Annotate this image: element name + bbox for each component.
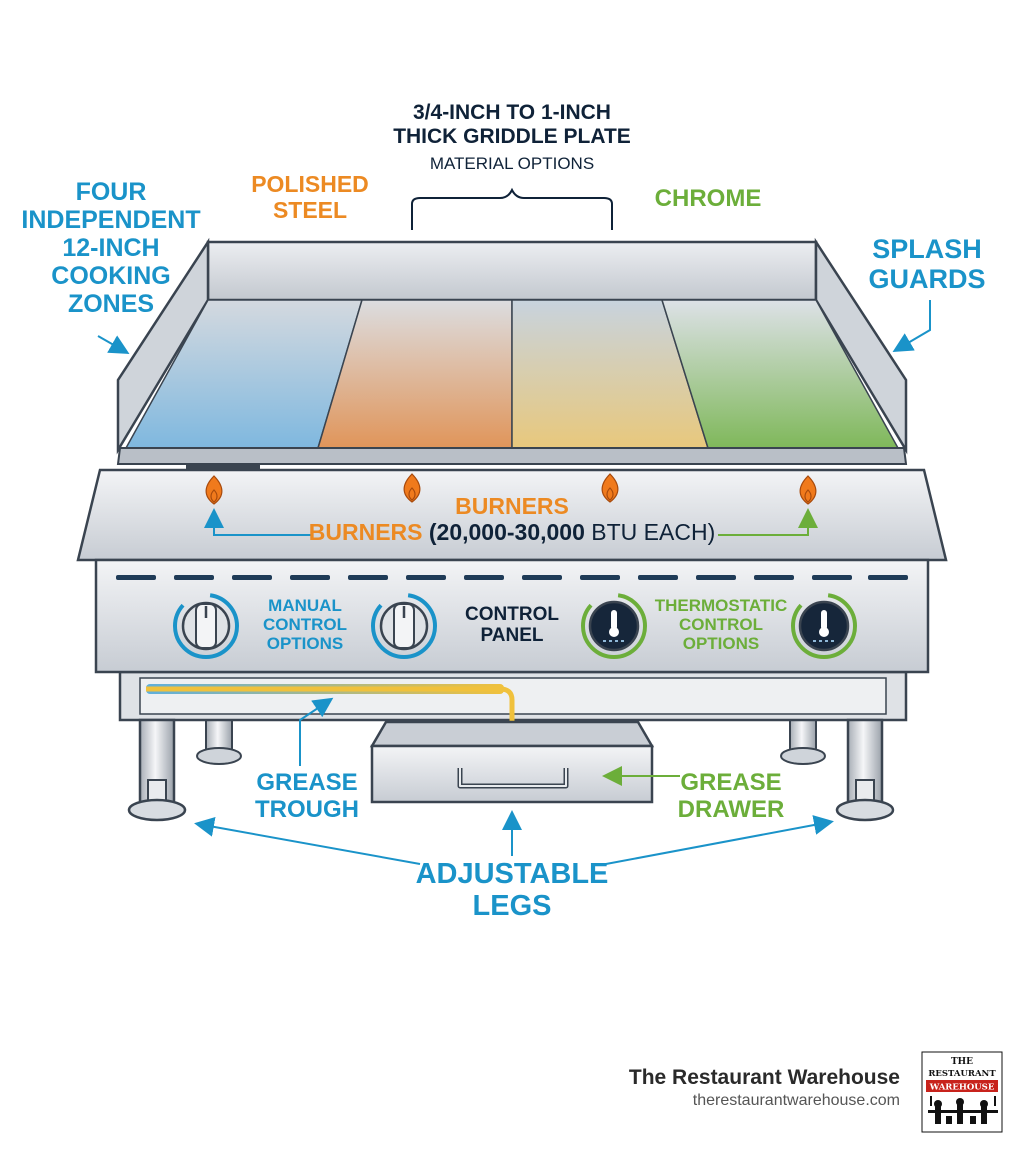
burners-spec-range: (20,000-30,000 [428,519,585,545]
restaurant-warehouse-logo: THE RESTAURANT WAREHOUSE [921,1051,1003,1133]
burners-label: BURNERS [455,493,569,519]
plate-title-line2: THICK GRIDDLE PLATE [393,124,631,148]
svg-text:RESTAURANT: RESTAURANT [928,1069,996,1079]
plate-subtitle: MATERIAL OPTIONS [429,154,595,173]
control-panel-label: CONTROL PANEL [465,604,559,647]
svg-text:WAREHOUSE: WAREHOUSE [929,1083,995,1093]
burners-spec-unit: BTU EACH) [584,519,716,545]
splash-guards-label: SPLASH GUARDS [868,234,986,295]
plate-title-line1: 3/4-INCH TO 1-INCH [413,101,611,124]
cooking-zones-label: FOUR INDEPENDENT 12-INCH COOKING ZONES [21,178,201,318]
plate-bracket [411,187,613,230]
splash-guards [116,237,908,455]
brand-url: therestaurantwarehouse.com [692,1092,900,1109]
flame-icon [205,475,223,505]
thermostat-dial-icon [581,593,647,659]
polished-steel-label: POLISHED STEEL [251,171,369,223]
flame-icon [403,473,421,503]
thermostat-dial-icon [791,593,857,659]
plate-title: 3/4-INCH TO 1-INCH THICK GRIDDLE PLATE [362,101,662,148]
burner-panel [76,463,948,562]
thermostatic-control-label: THERMOSTATIC CONTROL OPTIONS [654,596,788,654]
control-panel [94,558,930,674]
chrome-label: CHROME [654,185,762,212]
manual-control-label: MANUAL CONTROL OPTIONS [262,596,348,654]
flame-icon [799,475,817,505]
grease-drawer [369,720,655,804]
manual-knob-icon [371,593,437,659]
front-legs [127,718,895,822]
manual-knob-icon [173,593,239,659]
pointer-arrows [97,300,931,865]
burners-spec-label: BURNERS (20,000-30,000 BTU EACH) [262,519,762,546]
cooking-zones [116,299,908,465]
flame-icons [205,473,817,505]
burners-spec-word: BURNERS [308,519,423,545]
grease-drawer-label: GREASE DRAWER [677,769,785,823]
svg-text:THE: THE [951,1057,973,1067]
grease-trough-label: GREASE TROUGH [255,769,359,823]
adjustable-legs-label: ADJUSTABLE LEGS [415,858,609,923]
lower-frame [118,670,908,740]
flame-icon [601,473,619,503]
brand-name: The Restaurant Warehouse [628,1066,900,1089]
